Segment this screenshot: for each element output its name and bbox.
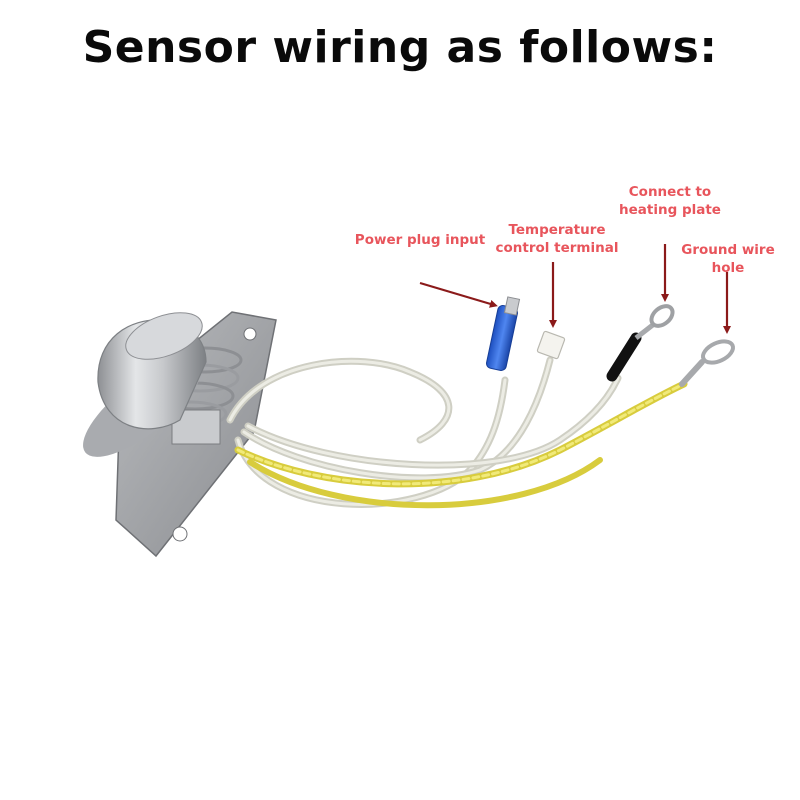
page-title: Sensor wiring as follows: [82,22,718,73]
arrow-power-plug [419,281,498,308]
label-connect-to-heating-plate: Connect to heating plate [619,184,721,218]
label-ground-wire-hole: Ground wire hole [681,242,775,276]
temperature-control-connector [536,330,566,360]
label-power-plug-input: Power plug input [354,232,486,248]
ground-ring-terminal [679,339,735,387]
power-plug-connector [485,296,521,371]
sensor-wires [226,356,688,509]
label-temperature-control-terminal: Temperature control terminal [495,222,619,256]
heating-plate-terminal [606,304,675,382]
sensor-cap [83,312,207,457]
annotation-arrows [419,244,731,334]
